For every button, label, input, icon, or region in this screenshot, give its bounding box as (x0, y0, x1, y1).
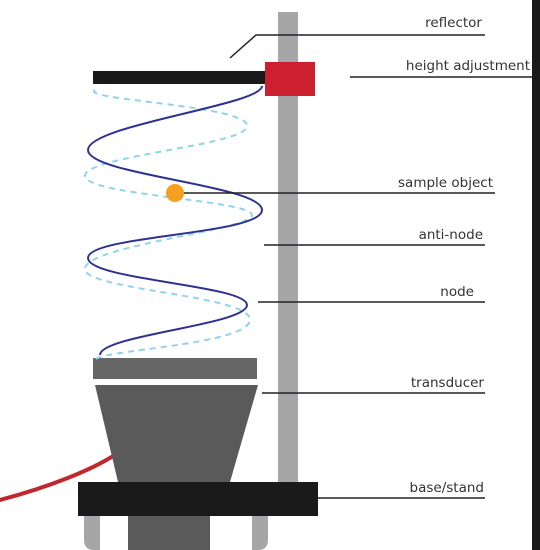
reflector-plate (93, 71, 265, 84)
label-node: node (440, 284, 474, 300)
label-sample-object: sample object (398, 175, 493, 191)
label-height-adjustment: height adjustment (406, 58, 530, 74)
leader-reflector (229, 34, 485, 59)
foot-right (252, 516, 268, 550)
height-adjustment-block (265, 62, 315, 96)
standing-wave-solid (86, 85, 264, 356)
base-plate (78, 482, 318, 516)
transducer-cone (95, 385, 258, 482)
center-foot (128, 516, 210, 550)
standing-wave-dashed (84, 89, 254, 361)
label-transducer: transducer (411, 375, 485, 391)
foot-left (84, 516, 100, 550)
stand-pole (278, 12, 298, 482)
sample-object (166, 184, 184, 202)
label-anti-node: anti-node (419, 227, 483, 243)
transducer-plate (93, 358, 257, 379)
right-edge-bar (532, 0, 540, 550)
label-reflector: reflector (425, 15, 482, 31)
label-base-stand: base/stand (410, 480, 484, 496)
